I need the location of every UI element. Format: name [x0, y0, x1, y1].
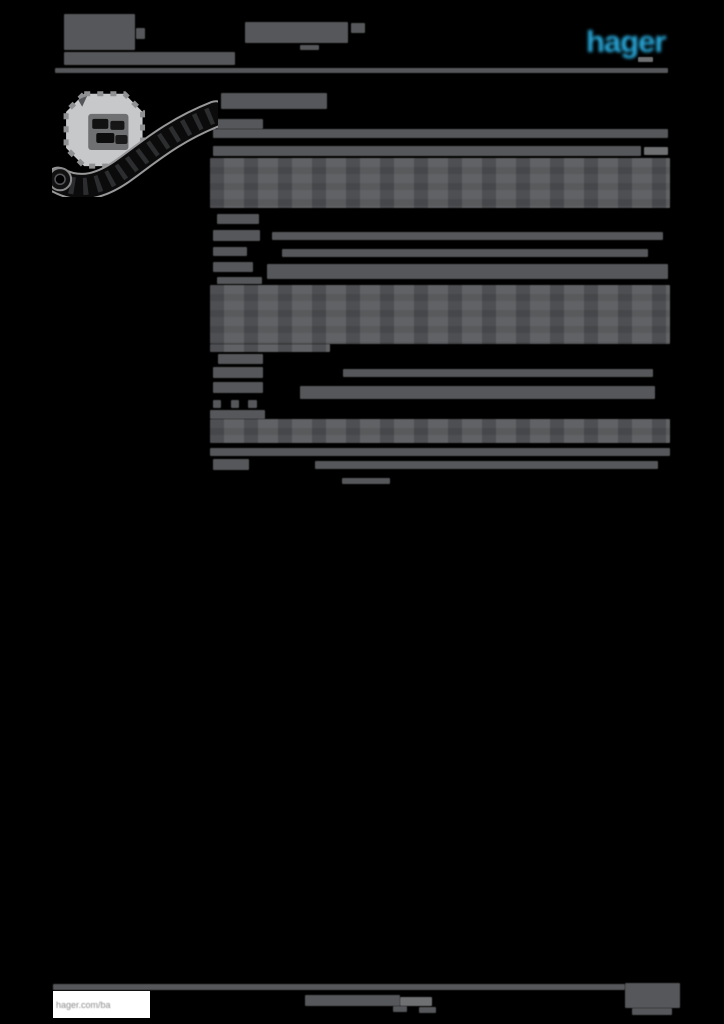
footer-text-bar [400, 997, 432, 1006]
row-label [217, 277, 262, 284]
row-bar [213, 146, 641, 156]
header-doc-title [245, 22, 348, 43]
product-title [221, 93, 327, 109]
row-bar [315, 461, 658, 469]
row-bar [282, 249, 648, 257]
text-block [210, 158, 670, 208]
footer-website-link[interactable]: hager.com/ba [56, 999, 111, 1010]
row-bar-tail [644, 147, 668, 155]
bullet [231, 400, 239, 408]
section-label [218, 354, 263, 364]
row-label [210, 410, 265, 419]
row-bar [267, 264, 668, 279]
row-label [213, 230, 260, 241]
bullet [248, 400, 257, 408]
text-block-tail [210, 344, 330, 352]
row-bar [272, 232, 663, 240]
row-label [213, 382, 263, 393]
header-doc-title-fragment [351, 23, 365, 33]
footer-page-badge [625, 983, 680, 1008]
header-subtitle-bar [64, 52, 235, 65]
row-bar [210, 448, 670, 456]
footer-text-fragment [419, 1007, 436, 1013]
section-label [217, 214, 259, 224]
row-bar [300, 386, 655, 399]
bullet [213, 400, 221, 408]
row-label [213, 367, 263, 378]
row-label [213, 459, 249, 470]
octagonal-connector-icon [63, 91, 146, 169]
header-title-block [64, 14, 135, 50]
header-title-fragment [136, 28, 145, 39]
footer-website-box: hager.com/ba [53, 991, 150, 1018]
product-photo [52, 91, 218, 197]
row-label [217, 119, 263, 129]
header-rule [55, 68, 668, 73]
text-block [210, 285, 670, 344]
header-doc-subtitle [300, 45, 319, 50]
footer-text-fragment [393, 1006, 407, 1012]
row-bar-small [342, 478, 390, 484]
footer-rule [53, 984, 625, 990]
logo-underline-fragment [638, 57, 653, 62]
footer-text-bar [305, 995, 400, 1006]
text-block [210, 419, 670, 443]
row-bar [343, 369, 653, 377]
flexible-conduit-icon [52, 100, 218, 197]
row-label [213, 262, 253, 272]
row-label [213, 247, 247, 256]
row-bar [213, 129, 668, 138]
hager-logo: hager [586, 24, 666, 59]
footer-page-badge-sub [632, 1008, 672, 1015]
